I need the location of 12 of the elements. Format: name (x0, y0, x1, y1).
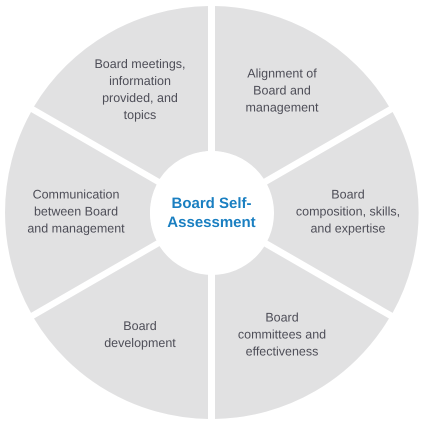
segment-label: Board composition, skills, and expertise (294, 186, 401, 238)
wheel-segment (4, 112, 156, 313)
segment-label: Board development (103, 318, 177, 352)
wheel-segment (34, 246, 208, 420)
wheel-segment (215, 246, 389, 420)
segment-label: Communication between Board and management (27, 186, 125, 238)
wheel-segment (34, 6, 208, 178)
wheel-segment (215, 6, 389, 178)
segment-label: Alignment of Board and management (244, 65, 320, 116)
center-label: Board Self-Assessment (166, 194, 257, 232)
segment-label: Board committees and effectiveness (237, 309, 327, 360)
segment-label: Board meetings, information provided, and topics (93, 56, 186, 124)
